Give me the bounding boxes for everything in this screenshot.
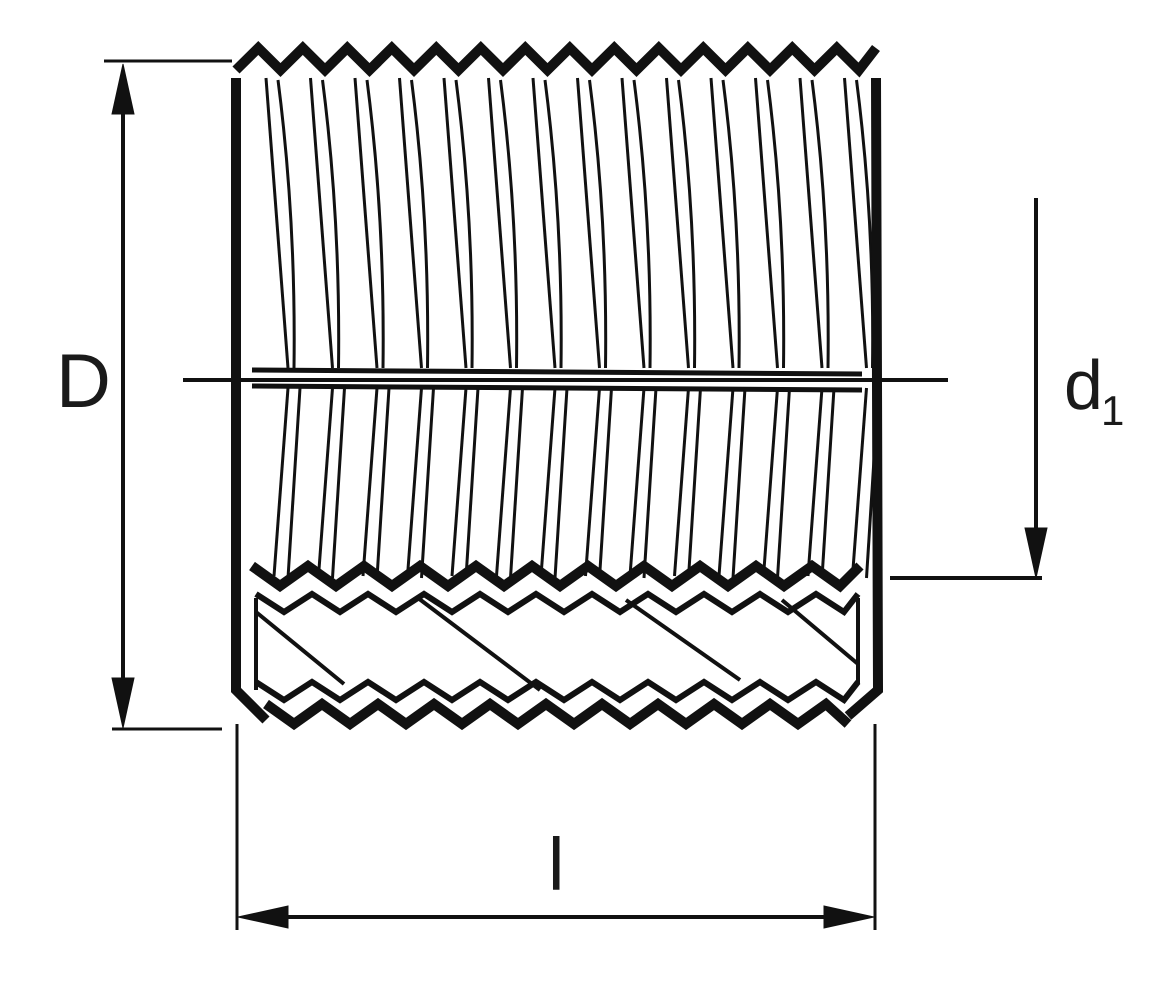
length-label: l bbox=[548, 823, 565, 906]
thread-flank-line bbox=[420, 387, 435, 579]
thread-flank-line bbox=[531, 77, 557, 369]
helix-line bbox=[780, 598, 860, 666]
inner-diameter-subscript: 1 bbox=[1101, 387, 1125, 434]
thread-flank-line bbox=[464, 387, 480, 579]
thread-flank-line bbox=[442, 77, 468, 369]
center-thread-band bbox=[251, 367, 863, 393]
thread-flank-line bbox=[584, 387, 601, 577]
section-inner-walls bbox=[254, 598, 860, 690]
thread-flank-line bbox=[798, 77, 824, 369]
thread-flank-line bbox=[709, 77, 735, 369]
thread-flank-line bbox=[820, 387, 836, 579]
outer-diameter-label: D bbox=[56, 339, 111, 424]
thread-hatching bbox=[264, 77, 880, 579]
thread-flank-line bbox=[810, 79, 830, 369]
thread-flank-line bbox=[398, 77, 423, 369]
thread-flank-line bbox=[754, 77, 779, 369]
thread-flank-line bbox=[276, 79, 296, 369]
thread-flank-line bbox=[762, 387, 779, 577]
thread-flank-line bbox=[375, 387, 391, 579]
section-inner-thread bbox=[254, 590, 861, 617]
helix-line bbox=[254, 610, 346, 686]
insert-body-outline bbox=[183, 40, 948, 731]
thread-flank-line bbox=[851, 387, 868, 577]
thread-flank-line bbox=[632, 79, 652, 369]
thread-flank-line bbox=[309, 77, 334, 369]
thread-flank-line bbox=[721, 79, 741, 369]
thread-flank-line bbox=[499, 79, 519, 369]
thread-flank-line bbox=[487, 77, 512, 369]
thread-flank-line bbox=[454, 79, 474, 369]
thread-flank-line bbox=[687, 387, 702, 579]
thread-flank-line bbox=[450, 387, 468, 577]
arrowhead-l-right bbox=[823, 905, 875, 929]
thread-flank-line bbox=[806, 387, 824, 577]
bottom-inner-thread bbox=[254, 678, 861, 705]
upper-section-thread bbox=[249, 559, 864, 593]
thread-flank-line bbox=[576, 77, 601, 369]
thread-flank-line bbox=[588, 79, 608, 369]
thread-flank-line bbox=[673, 387, 690, 577]
arrowhead-d1 bbox=[1024, 527, 1048, 579]
thread-flank-line bbox=[353, 77, 379, 369]
arrowhead-l-left bbox=[237, 905, 289, 929]
thread-flank-line bbox=[539, 387, 557, 577]
thread-flank-line bbox=[620, 77, 646, 369]
thread-flank-line bbox=[509, 387, 524, 579]
arrowhead-D-bottom bbox=[111, 677, 135, 729]
thread-flank-line bbox=[264, 77, 290, 369]
thread-flank-line bbox=[495, 387, 512, 577]
thread-flank-line bbox=[717, 387, 735, 577]
thread-flank-line bbox=[317, 387, 334, 577]
helix-line bbox=[624, 598, 742, 682]
thread-flank-line bbox=[766, 79, 786, 369]
thread-flank-line bbox=[410, 79, 430, 369]
helix-line bbox=[416, 596, 542, 692]
arrowhead-D-top bbox=[111, 63, 135, 115]
thread-flank-line bbox=[553, 387, 569, 579]
bottom-thread-profile bbox=[263, 697, 852, 731]
thread-flank-line bbox=[628, 387, 646, 577]
insert-side-edges bbox=[231, 77, 884, 724]
thread-flank-line bbox=[677, 79, 697, 369]
top-thread-profile bbox=[232, 40, 880, 78]
thread-flank-line bbox=[543, 79, 563, 369]
inner-diameter-label: d bbox=[1064, 346, 1103, 424]
thread-flank-line bbox=[776, 387, 791, 579]
thread-flank-line bbox=[843, 77, 868, 369]
thread-flank-line bbox=[286, 387, 302, 579]
thread-flank-line bbox=[406, 387, 423, 577]
thread-flank-line bbox=[731, 387, 747, 579]
thread-flank-line bbox=[642, 387, 658, 579]
thread-flank-line bbox=[272, 387, 290, 577]
thread-flank-line bbox=[331, 387, 346, 579]
thread-flank-line bbox=[365, 79, 385, 369]
dimension-lines bbox=[104, 59, 1048, 930]
thread-flank-line bbox=[321, 79, 341, 369]
thread-flank-line bbox=[665, 77, 690, 369]
thread-flank-line bbox=[598, 387, 613, 579]
thread-flank-line bbox=[361, 387, 379, 577]
